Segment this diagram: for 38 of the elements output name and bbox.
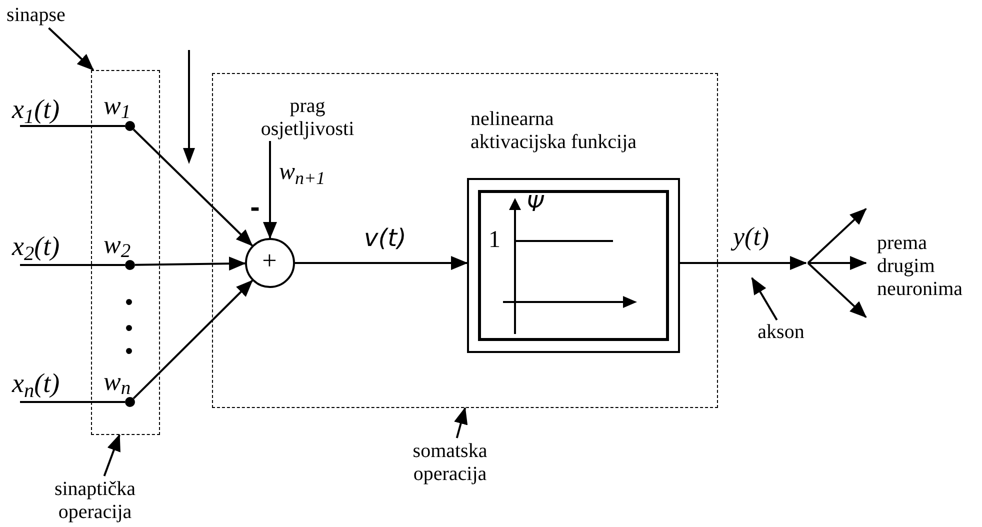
annotation-text: sinaptička operacija: [42, 476, 148, 526]
edge-label: x$_{2}$(t): [12, 231, 60, 261]
edge-label: y(t): [733, 222, 770, 251]
arrow: [263, 141, 277, 239]
axis-label: Ψ: [526, 194, 544, 216]
annotation-text: sinapse: [3, 2, 69, 28]
annotation-text: prag osjetljivosti: [258, 94, 358, 140]
block-heading: nelinearna aktivacijska funkcija: [470, 108, 638, 154]
arrow: [807, 208, 867, 264]
arrow: [807, 262, 867, 318]
annotation-text: somatska operacija: [405, 438, 495, 488]
dashed-frame: [91, 70, 160, 435]
edge-label: v(t): [364, 224, 406, 252]
arrow: [134, 256, 246, 271]
annotation-text: akson: [750, 320, 812, 344]
axis-tick-label: 1: [488, 228, 500, 252]
sign-label: -: [250, 194, 260, 222]
arrow: [132, 280, 253, 400]
edge-label: x$_{n}$(t): [12, 368, 60, 398]
weight-label: w$_{2}$: [104, 230, 131, 258]
arrow: [751, 277, 778, 320]
arrow: [103, 434, 120, 476]
weight-label: w$_{n}$: [104, 366, 131, 396]
connector-line: [20, 401, 125, 403]
arrow: [808, 256, 867, 270]
edge-label: x$_{1}$(t): [12, 94, 60, 124]
edge-label: w$_{n+1}$: [279, 159, 326, 185]
weight-label: w$_{1}$: [104, 90, 131, 120]
connector-line: [20, 264, 125, 266]
annotation-text: prema drugim neuronima: [866, 196, 982, 336]
arrow: [295, 256, 468, 270]
arrow: [132, 128, 253, 246]
connector-line: [20, 125, 125, 127]
arrow: [48, 27, 94, 71]
summing-junction: +: [244, 238, 294, 288]
dashed-frame: [212, 73, 718, 408]
arrow: [454, 407, 468, 438]
arrow: [680, 256, 807, 270]
